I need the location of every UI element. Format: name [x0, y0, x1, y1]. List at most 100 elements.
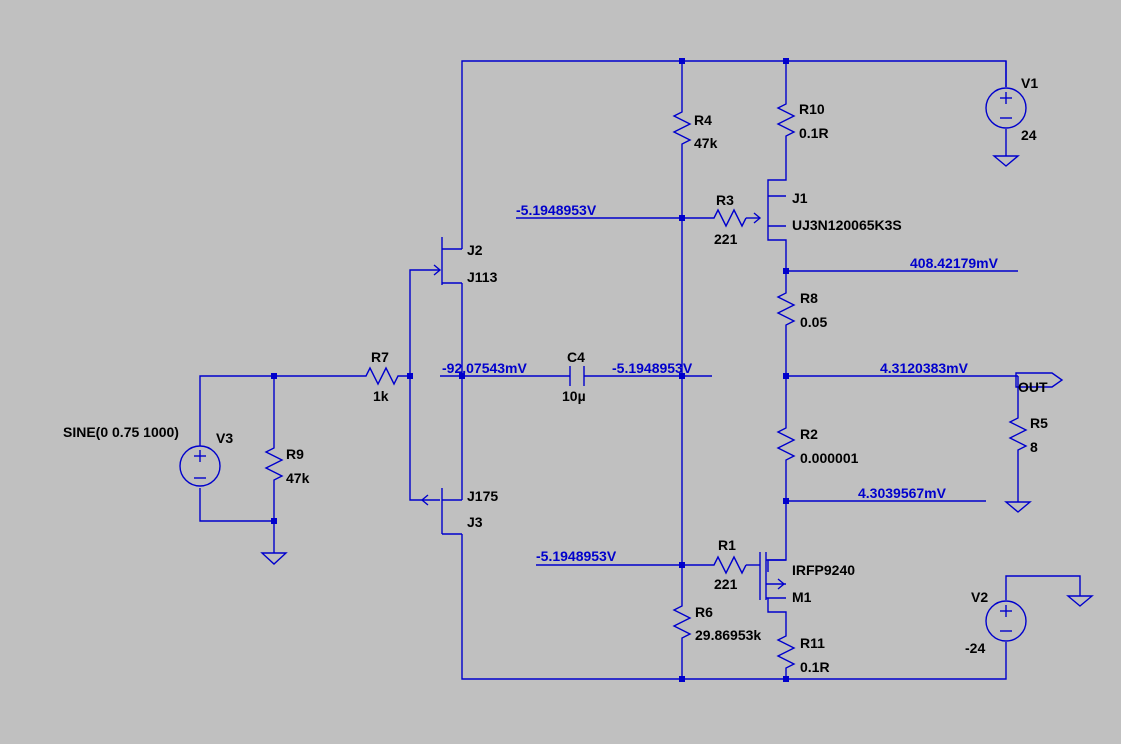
- ground-symbol: [260, 552, 288, 565]
- r8-value: 0.05: [800, 314, 827, 330]
- probe-j1-source: 408.42179mV: [910, 255, 999, 271]
- resistor-r2[interactable]: [776, 420, 796, 472]
- junction: [679, 373, 685, 379]
- m1-name: M1: [792, 589, 812, 605]
- r10-name: R10: [799, 101, 825, 117]
- jfet-gate-arrow: [420, 494, 429, 506]
- out-port-flag[interactable]: [1015, 372, 1064, 388]
- resistor-r3[interactable]: [706, 208, 747, 228]
- resistor-r8[interactable]: [776, 285, 796, 337]
- r6-value: 29.86953k: [695, 627, 761, 643]
- r4-value: 47k: [694, 135, 718, 151]
- c4-name: C4: [567, 349, 585, 365]
- r4-name: R4: [694, 112, 712, 128]
- r1-value: 221: [714, 576, 738, 592]
- junction: [271, 373, 277, 379]
- voltage-source-v2[interactable]: [985, 600, 1027, 642]
- junction: [679, 562, 685, 568]
- probe-gate-top: -5.1948953V: [516, 202, 597, 218]
- resistor-r11[interactable]: [776, 628, 796, 680]
- r3-name: R3: [716, 192, 734, 208]
- mosfet-arrow: [777, 578, 786, 590]
- r7-value: 1k: [373, 388, 389, 404]
- jfet-gate-arrow: [433, 264, 442, 276]
- r8-name: R8: [800, 290, 818, 306]
- junction: [679, 215, 685, 221]
- junctions: [271, 58, 789, 682]
- resistor-r1[interactable]: [706, 555, 747, 575]
- resistor-r4[interactable]: [672, 104, 692, 156]
- mosfet-m1[interactable]: [759, 552, 786, 600]
- j1-name: J1: [792, 190, 808, 206]
- v2-value: -24: [965, 640, 985, 656]
- out-port-label: OUT: [1018, 379, 1048, 395]
- v1-value: 24: [1021, 127, 1037, 143]
- wire-input-gnd: [199, 488, 275, 522]
- junction: [783, 373, 789, 379]
- j3-name: J3: [467, 514, 483, 530]
- ground-symbol: [992, 155, 1020, 167]
- junction: [271, 518, 277, 524]
- probe-m1-source: 4.3039567mV: [858, 485, 947, 501]
- wire-r2-m1: [767, 472, 787, 572]
- source-circle: [179, 445, 221, 487]
- source-circle: [985, 87, 1027, 129]
- voltage-source-v1[interactable]: [985, 61, 1027, 129]
- v2-name: V2: [971, 589, 988, 605]
- junction: [459, 373, 465, 379]
- probe-mid-right: -5.1948953V: [612, 360, 693, 376]
- jfet-j3[interactable]: [420, 488, 462, 535]
- jfet-gate-arrow: [753, 212, 762, 224]
- r2-value: 0.000001: [800, 450, 859, 466]
- r5-name: R5: [1030, 415, 1048, 431]
- j2-name: J2: [467, 242, 483, 258]
- c4-value: 10µ: [562, 388, 586, 404]
- wire-m1-r11: [767, 598, 787, 628]
- v3-value: SINE(0 0.75 1000): [63, 424, 179, 440]
- resistor-r6[interactable]: [672, 598, 692, 650]
- ground-symbol: [1066, 595, 1094, 607]
- wire-v2-gnd: [1005, 575, 1081, 600]
- wire-r7-gate-j3: [409, 376, 440, 501]
- j1-value: UJ3N120065K3S: [792, 217, 902, 233]
- j3-value: J175: [467, 488, 498, 504]
- r5-value: 8: [1030, 439, 1038, 455]
- junction: [783, 498, 789, 504]
- wire-top-rail: [461, 60, 1007, 249]
- junction: [679, 676, 685, 682]
- jfet-j1[interactable]: [753, 190, 786, 232]
- r6-name: R6: [695, 604, 713, 620]
- resistor-r5[interactable]: [1008, 410, 1028, 462]
- wire-r10-j1: [767, 148, 787, 190]
- j2-value: J113: [467, 269, 498, 285]
- ground-symbol: [1004, 501, 1032, 513]
- probe-mid-left: -92.07543mV: [442, 360, 528, 376]
- junction: [783, 268, 789, 274]
- source-circle: [985, 600, 1027, 642]
- v3-name: V3: [216, 430, 233, 446]
- resistor-r10[interactable]: [776, 96, 796, 148]
- m1-value: IRFP9240: [792, 562, 855, 578]
- r3-value: 221: [714, 231, 738, 247]
- resistor-r7[interactable]: [358, 366, 410, 386]
- wire-bottom-rail: [461, 534, 1007, 680]
- r11-value: 0.1R: [800, 659, 830, 675]
- voltage-source-v3[interactable]: [179, 445, 221, 487]
- r7-name: R7: [371, 349, 389, 365]
- probe-gate-bottom: -5.1948953V: [536, 548, 617, 564]
- v1-name: V1: [1021, 75, 1038, 91]
- junction: [783, 58, 789, 64]
- r9-value: 47k: [286, 470, 310, 486]
- wire-r7-gates: [409, 269, 440, 376]
- capacitor-c4[interactable]: [569, 366, 585, 386]
- r11-name: R11: [800, 635, 825, 651]
- r1-name: R1: [718, 537, 736, 553]
- resistor-r9[interactable]: [264, 440, 284, 492]
- r2-name: R2: [800, 426, 818, 442]
- r10-value: 0.1R: [799, 125, 829, 141]
- jfet-j2[interactable]: [433, 237, 462, 285]
- r9-name: R9: [286, 446, 304, 462]
- probe-out-node: 4.3120383mV: [880, 360, 969, 376]
